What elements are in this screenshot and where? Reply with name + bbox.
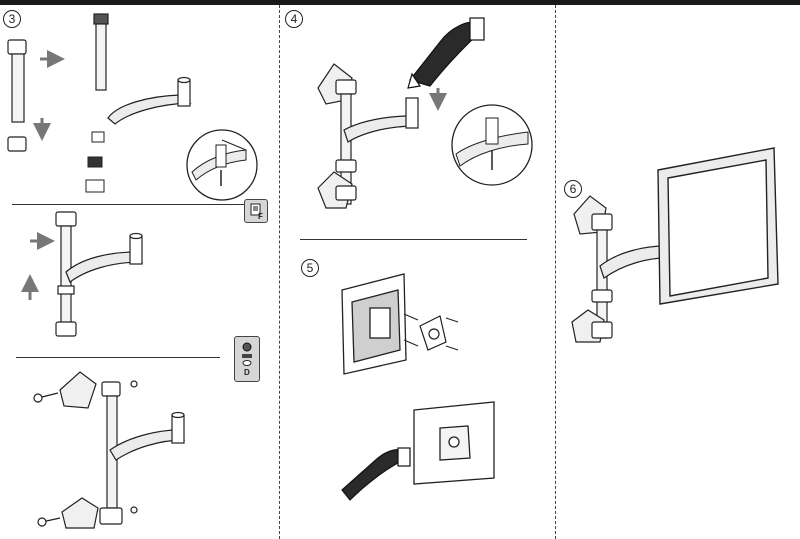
step3-small-parts	[85, 131, 105, 193]
column-divider-2	[555, 5, 556, 539]
step-number-6: 6	[564, 180, 582, 198]
step3-arm	[107, 76, 192, 125]
step3c-assembly	[59, 371, 186, 529]
part-badge-f: F	[244, 199, 268, 223]
column-divider-1	[279, 5, 280, 539]
step4-pole-assembly	[317, 63, 419, 209]
step4-gas-arm	[407, 17, 485, 89]
step6-pole-assembly	[571, 195, 667, 343]
step-number-4: 4	[285, 10, 303, 28]
screw-icon	[403, 313, 459, 351]
magnifier-circle-icon	[186, 129, 258, 201]
part-badge-d: D	[234, 336, 260, 382]
divider-3b	[16, 357, 220, 358]
badge-label-d: D	[244, 368, 250, 377]
top-bar	[0, 0, 800, 5]
part-f-icon	[250, 203, 261, 216]
divider-3a	[12, 204, 244, 205]
step5-monitor-front	[413, 401, 495, 485]
step5-gas-arm	[341, 447, 411, 501]
step-number-3: 3	[3, 10, 21, 28]
step3b-assembly	[55, 211, 144, 337]
step5-vesa-plate	[419, 315, 447, 351]
step3-pole-with-clamp	[7, 39, 27, 152]
part-d-icon	[242, 342, 252, 366]
step-number-5: 5	[301, 259, 319, 277]
step6-monitor	[657, 147, 779, 305]
divider-4-5	[300, 239, 527, 240]
screw-icon	[33, 380, 138, 527]
step5-monitor-back	[341, 273, 407, 375]
step3-pole-upright	[93, 13, 109, 91]
magnifier-circle-icon	[451, 104, 533, 186]
badge-label-f: F	[258, 212, 263, 221]
